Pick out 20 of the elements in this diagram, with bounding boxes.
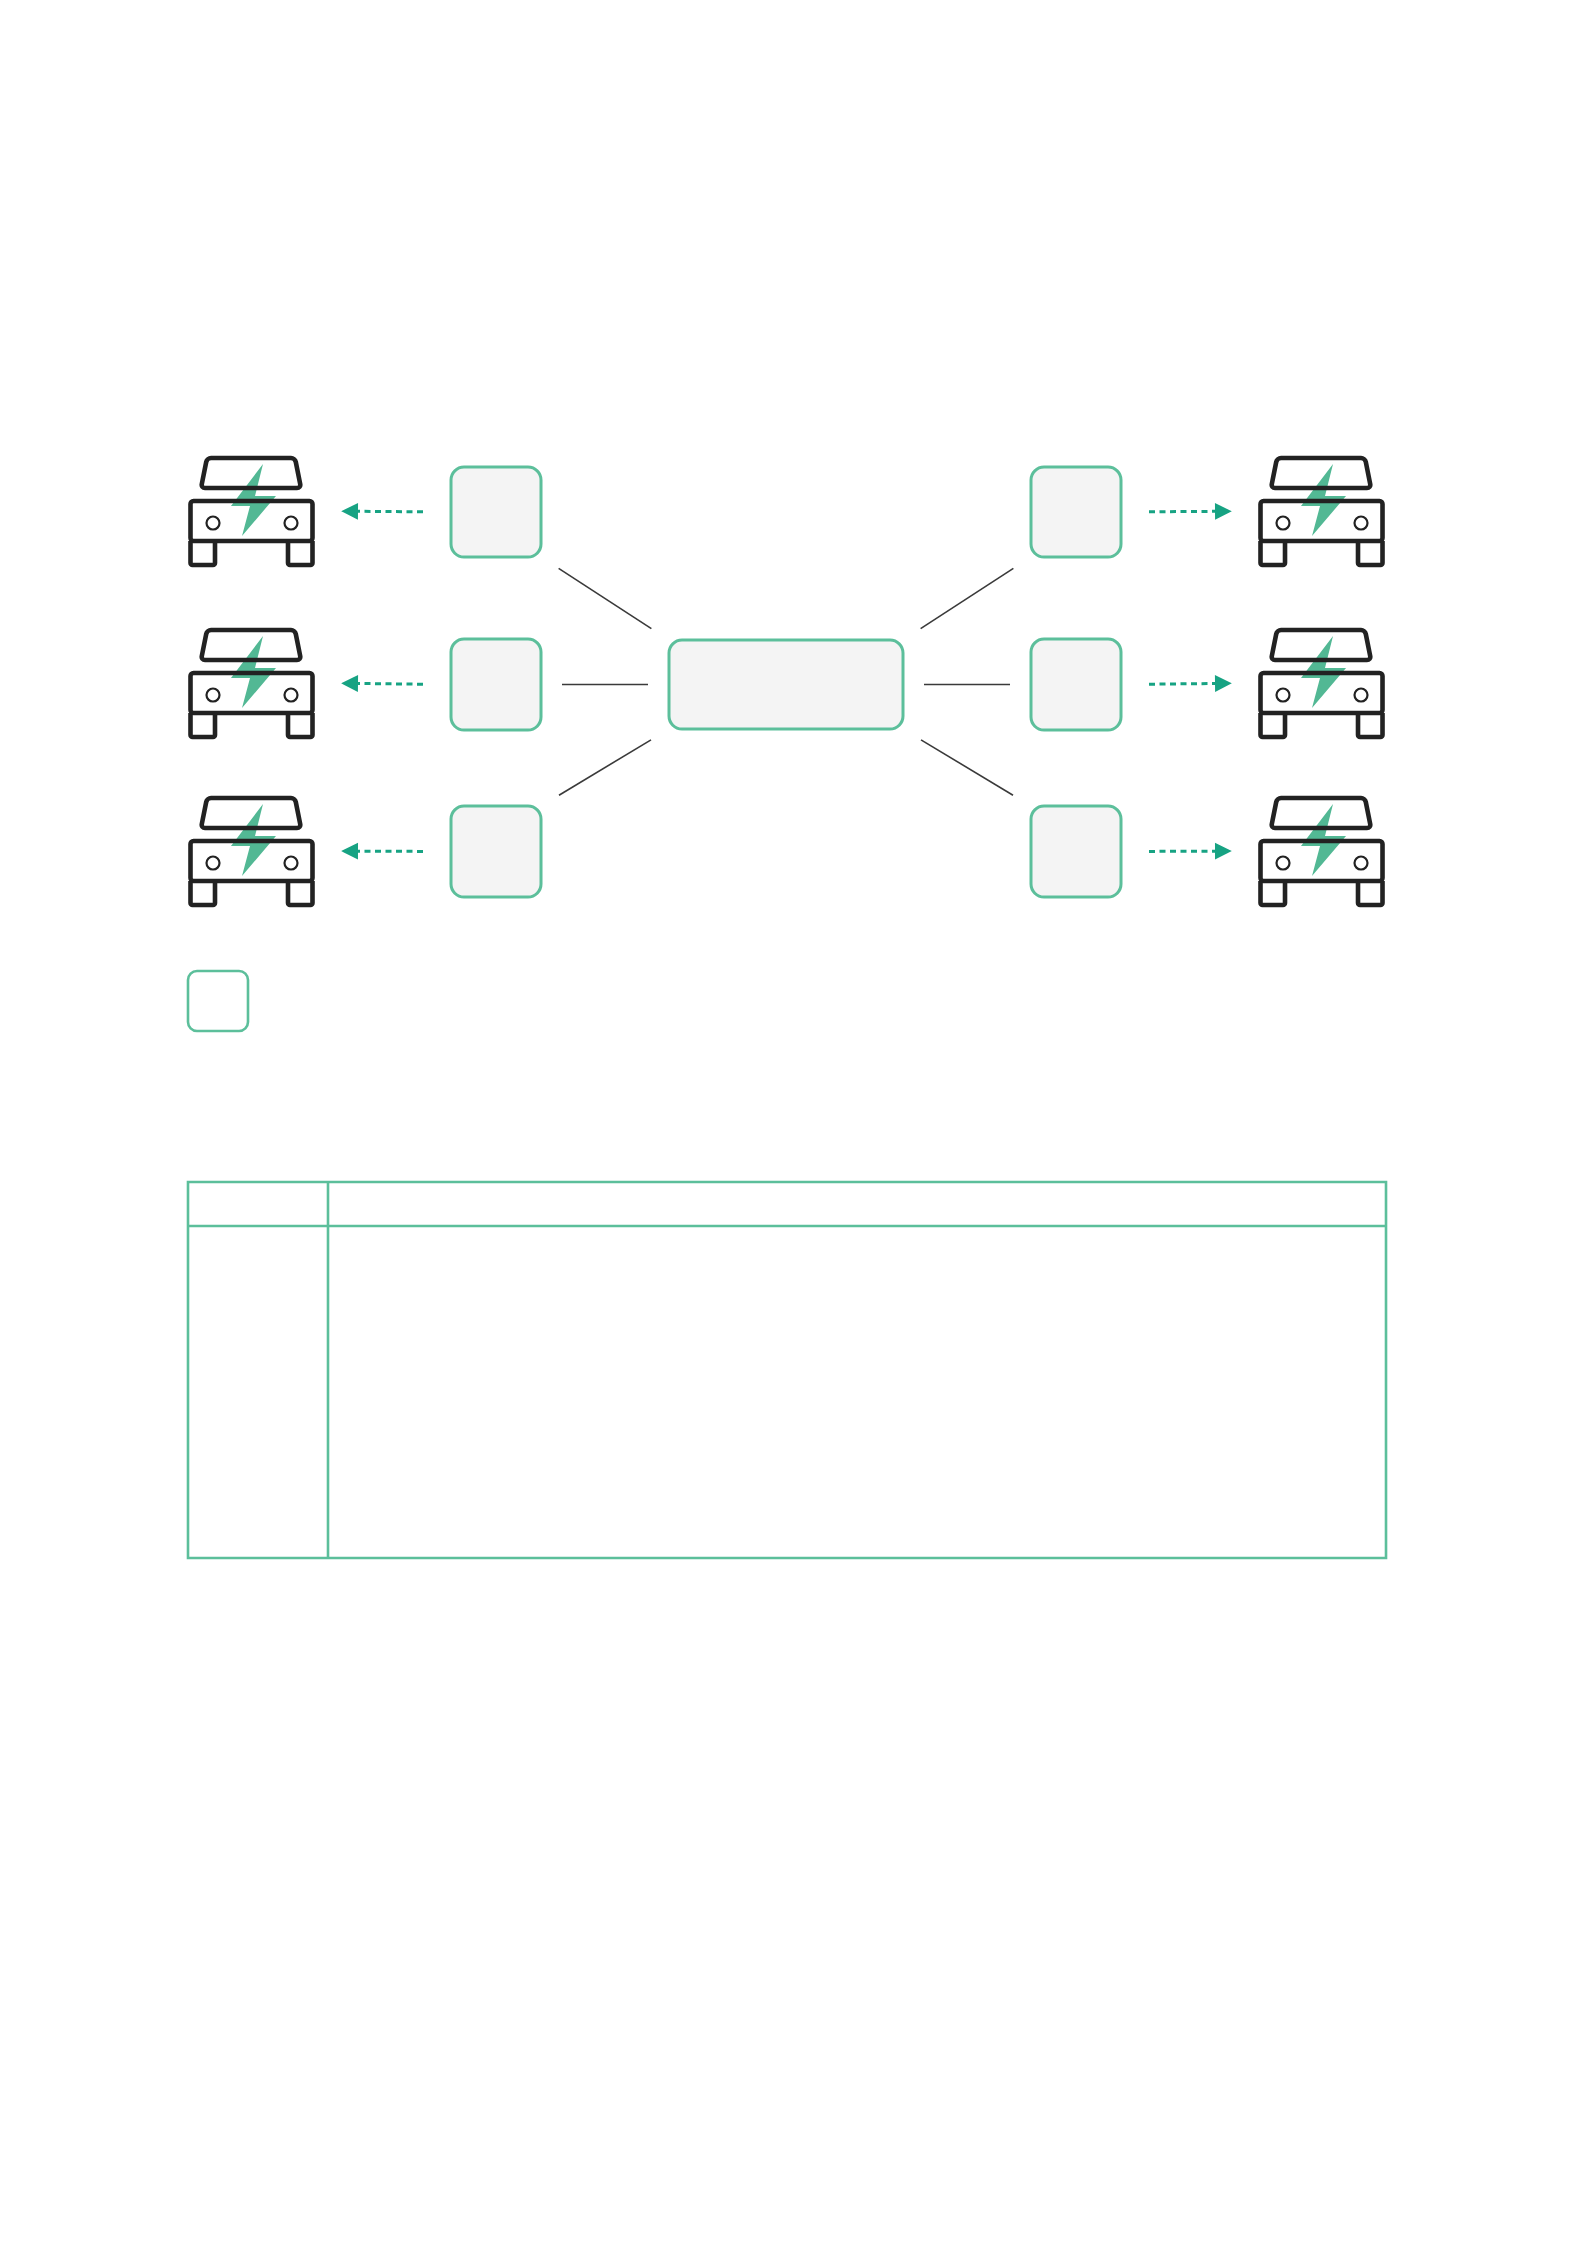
car-icon bbox=[1258, 455, 1385, 568]
connector-line bbox=[561, 683, 649, 686]
connector-line bbox=[920, 739, 1014, 796]
rounded-box bbox=[449, 804, 543, 899]
rounded-box bbox=[449, 637, 543, 732]
connector-line bbox=[923, 683, 1011, 686]
car-icon bbox=[1258, 795, 1385, 908]
rounded-box bbox=[449, 465, 543, 559]
rounded-box bbox=[1029, 637, 1123, 732]
rounded-box bbox=[1029, 465, 1123, 559]
car-icon bbox=[1258, 627, 1385, 740]
connector-line bbox=[558, 739, 652, 796]
rounded-box bbox=[667, 638, 905, 731]
rounded-box bbox=[186, 969, 250, 1033]
connector-line bbox=[557, 567, 653, 630]
car-icon bbox=[188, 795, 315, 908]
connector-line bbox=[919, 567, 1015, 630]
car-icon bbox=[188, 455, 315, 568]
car-icon bbox=[188, 627, 315, 740]
rounded-box bbox=[1029, 804, 1123, 899]
